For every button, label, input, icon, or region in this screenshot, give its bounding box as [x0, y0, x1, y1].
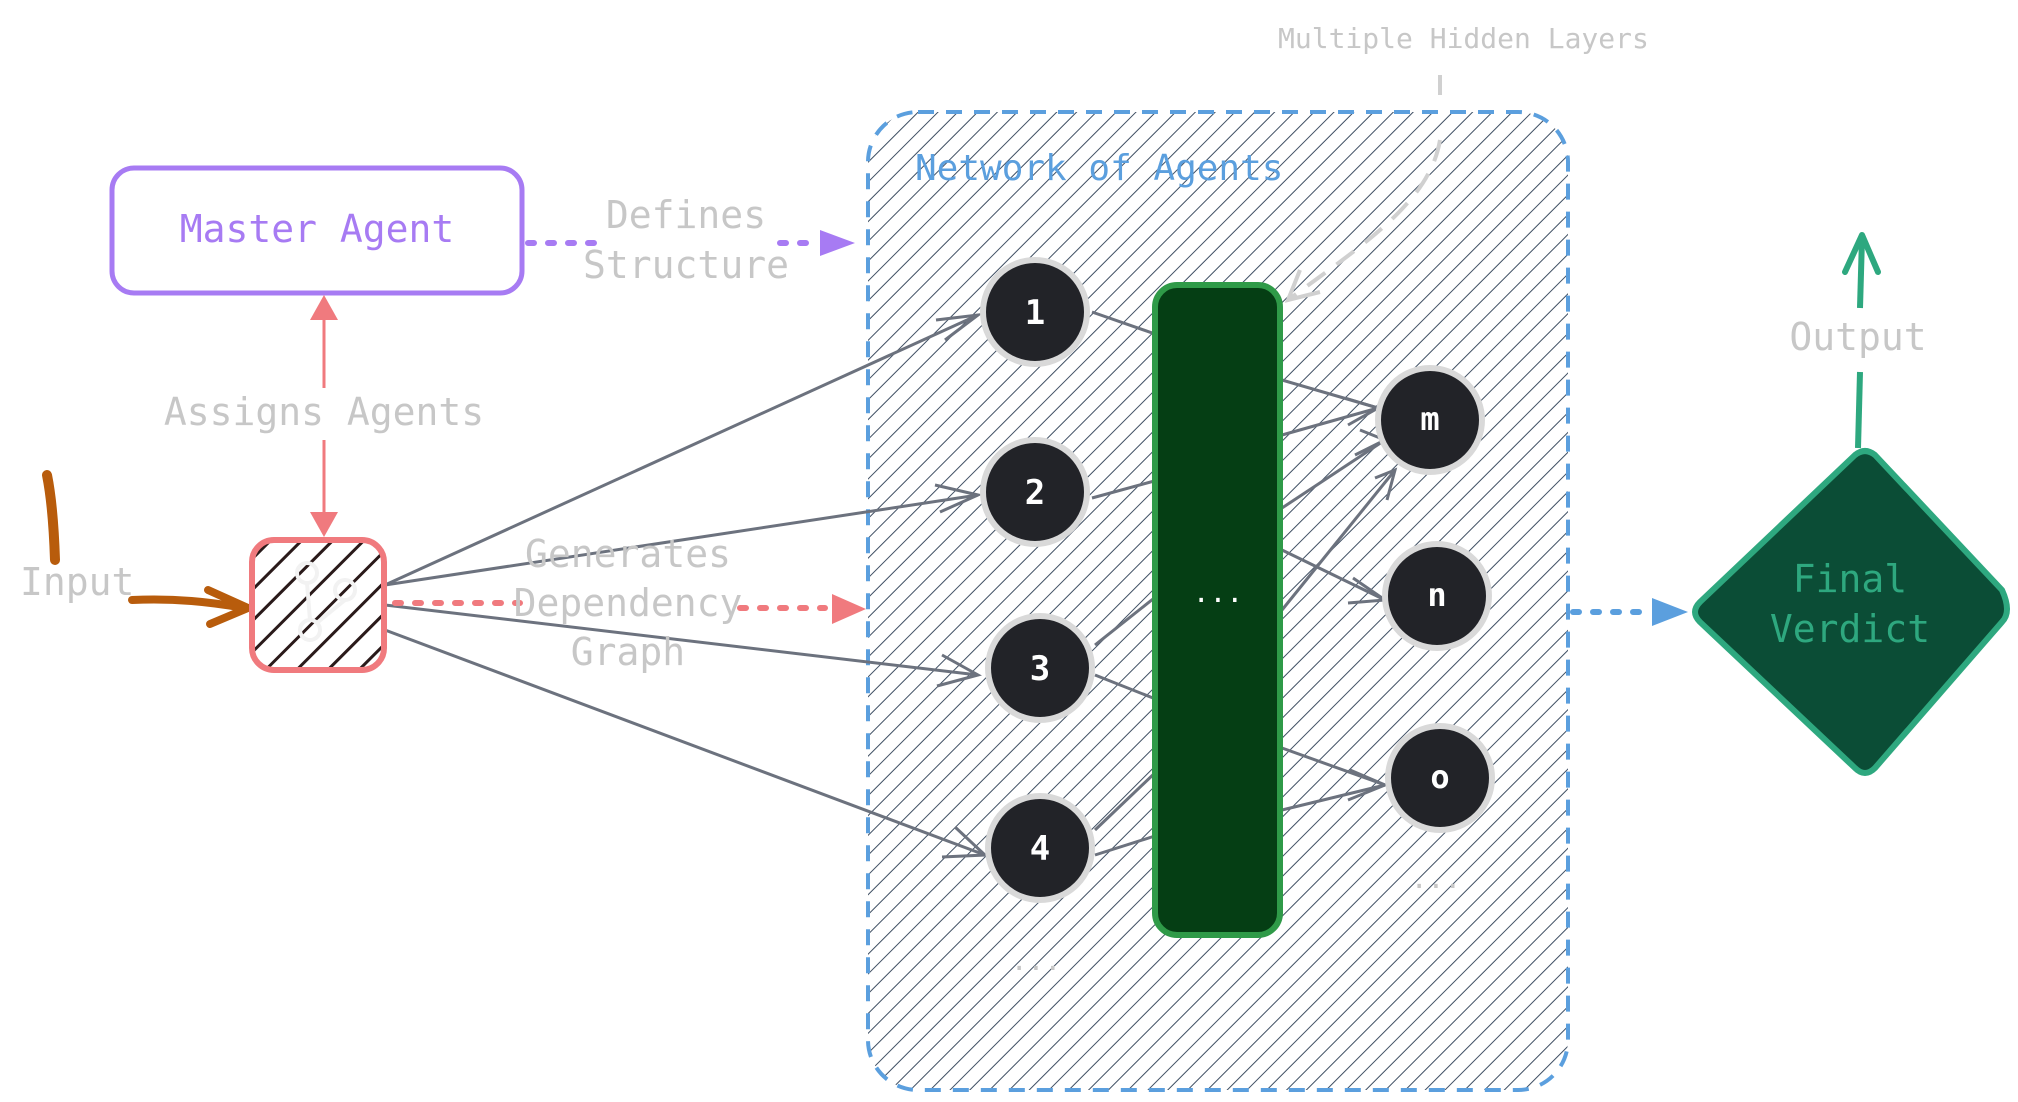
hidden-layer-box[interactable] — [1152, 282, 1283, 938]
hidden-layer-label: ... — [1193, 576, 1244, 609]
edge-node-2-hidden — [1091, 478, 1159, 500]
assigns-agents-label: Assigns Agents — [164, 390, 484, 434]
defines-structure-arrowhead — [820, 230, 855, 256]
hidden-layers-annotation: Multiple Hidden Layers — [1278, 22, 1649, 303]
agent-node-4-label: 4 — [1030, 829, 1050, 869]
input-arrow-line — [128, 595, 249, 612]
agent-node-3-label: 3 — [1030, 649, 1050, 689]
edge-router-node-1 — [384, 313, 979, 587]
agent-node-1-label: 1 — [1025, 293, 1045, 333]
graph-icon — [295, 561, 357, 642]
network-title: Network of Agents — [915, 148, 1283, 189]
edge-hidden-m-4 — [1280, 469, 1397, 611]
input-stroke-top — [42, 470, 60, 565]
agent-node-m[interactable]: m — [1375, 365, 1485, 475]
output-label: Output — [1789, 315, 1926, 359]
edge-hidden-m-2 — [1281, 406, 1379, 437]
edge-node-3-hidden — [1094, 593, 1159, 647]
edge-router-node-4 — [384, 628, 986, 857]
hidden-layers-pointer-head — [1284, 269, 1321, 303]
defines-label: Defines — [606, 193, 766, 237]
verdict-connector — [1570, 598, 1688, 626]
output-connector: Output — [1789, 232, 1927, 449]
final-verdict-diamond[interactable] — [1692, 448, 2010, 776]
edge-node-4-hidden-b — [1094, 833, 1159, 857]
agent-node-o-label: o — [1430, 758, 1449, 796]
final-verdict[interactable]: Final Verdict — [1692, 448, 2010, 776]
assigns-agents-arrowhead-up — [310, 295, 338, 320]
input-to-hidden-edges — [1091, 310, 1160, 857]
arrowhead-node-2 — [934, 483, 983, 514]
edge-router-node-3 — [384, 603, 979, 677]
assigns-agents-connector: Assigns Agents — [164, 295, 484, 537]
output-line-top — [1857, 237, 1865, 309]
agent-node-3[interactable]: 3 — [985, 613, 1095, 723]
agent-node-o[interactable]: o — [1385, 723, 1495, 833]
input-layer-nodes: 1 2 3 4 ... — [980, 257, 1095, 977]
arrowhead-o — [1347, 768, 1389, 802]
verdict-arrowhead — [1652, 598, 1688, 626]
agent-node-m-label: m — [1420, 400, 1439, 438]
master-agent-box[interactable] — [109, 165, 525, 296]
agent-node-n[interactable]: n — [1382, 541, 1492, 651]
output-layer-nodes: m n o ... — [1375, 365, 1495, 895]
master-agent[interactable]: Master Agent — [109, 165, 525, 296]
agent-node-n-label: n — [1427, 576, 1446, 614]
dependency-graph-connector: Generates Dependency Graph — [392, 532, 866, 674]
router-node[interactable] — [249, 537, 387, 673]
arrowhead-node-3 — [936, 653, 982, 688]
output-layer-ellipsis: ... — [1411, 862, 1462, 895]
arrowhead-node-4 — [941, 825, 989, 859]
defines-structure-connector: Defines Structure — [525, 193, 855, 287]
agent-node-2-label: 2 — [1025, 473, 1045, 513]
hidden-layers-pointer-arrow — [1286, 75, 1442, 302]
input-label: Input — [20, 560, 134, 604]
structure-label: Structure — [583, 243, 789, 287]
arrowhead-node-1 — [935, 312, 984, 342]
output-arrowhead — [1842, 232, 1881, 275]
router-edges — [384, 312, 989, 859]
dependency-label: Dependency — [514, 581, 743, 625]
dependency-arrowhead — [832, 594, 866, 624]
edge-router-node-2 — [384, 493, 979, 587]
final-label: Final — [1793, 557, 1907, 601]
agent-node-2[interactable]: 2 — [980, 437, 1090, 547]
agent-node-4[interactable]: 4 — [985, 793, 1095, 903]
agent-node-1[interactable]: 1 — [980, 257, 1090, 367]
edge-hidden-o-2 — [1281, 783, 1386, 812]
input-layer-ellipsis: ... — [1011, 944, 1062, 977]
input-connector: Input — [20, 470, 252, 628]
edge-node-1-hidden — [1091, 310, 1159, 337]
graph-label: Graph — [571, 630, 685, 674]
master-agent-label: Master Agent — [180, 207, 455, 251]
output-line-bottom — [1855, 371, 1863, 449]
hidden-layer[interactable]: ... — [1152, 282, 1283, 938]
assigns-agents-arrowhead-down — [310, 512, 338, 537]
generates-label: Generates — [525, 532, 731, 576]
edge-hidden-n — [1281, 548, 1386, 602]
multiple-hidden-layers-label: Multiple Hidden Layers — [1278, 22, 1649, 55]
edge-node-4-hidden — [1093, 768, 1160, 832]
edge-hidden-m-3 — [1281, 438, 1386, 510]
input-arrowhead — [204, 586, 252, 628]
verdict-label: Verdict — [1770, 607, 1930, 651]
edge-node-3-hidden-b — [1094, 673, 1159, 702]
router-box[interactable] — [249, 537, 387, 673]
